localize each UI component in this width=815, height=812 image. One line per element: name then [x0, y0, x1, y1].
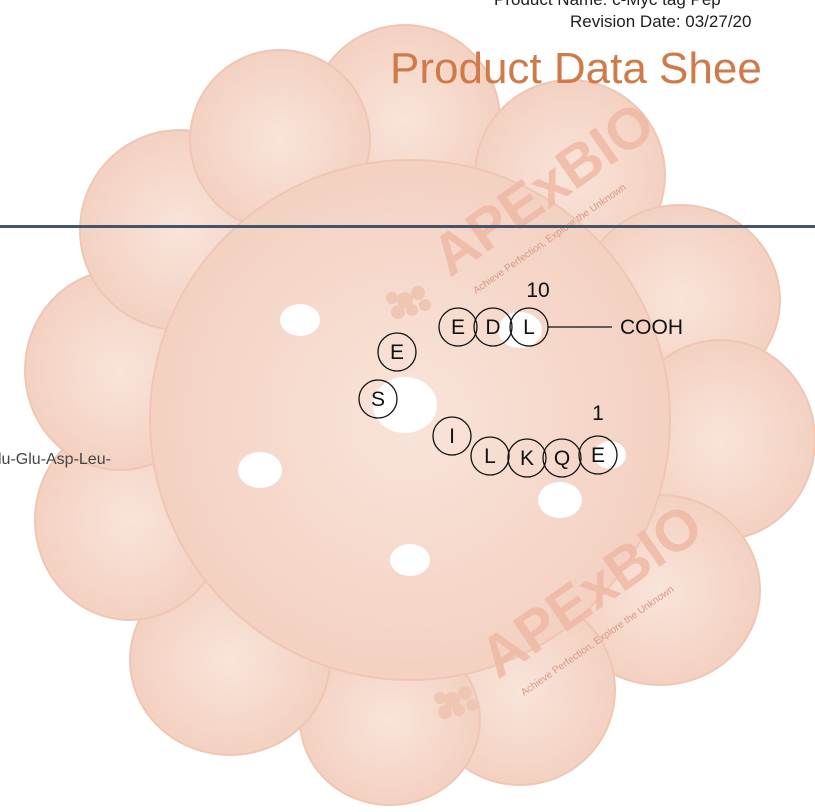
- residue-circle: [470, 436, 510, 476]
- residue-circle: [473, 307, 513, 347]
- header-divider: [0, 225, 815, 228]
- residue-circle: [432, 416, 472, 456]
- residue-circle: [542, 438, 582, 478]
- page-title: Product Data Shee: [390, 44, 762, 93]
- sequence-text: lu-Glu-Asp-Leu-: [0, 451, 111, 468]
- residue-circle: [438, 307, 478, 347]
- bead-cluster-icon: [386, 286, 478, 719]
- residue-label: Q: [554, 447, 570, 470]
- blob-holes: [238, 304, 626, 576]
- residue-circle: [358, 379, 398, 419]
- residue-circle: [578, 435, 618, 475]
- residue-number-start: 1: [592, 402, 604, 425]
- residue-label: E: [390, 341, 404, 364]
- residue-label: K: [520, 447, 534, 470]
- residue-label: L: [484, 445, 496, 468]
- residue-number-end: 10: [526, 279, 549, 302]
- residue-label: I: [449, 425, 455, 448]
- residue-label: E: [451, 316, 465, 339]
- residue-label: D: [485, 316, 500, 339]
- residue-label: E: [591, 444, 605, 467]
- residue-label: L: [523, 316, 535, 339]
- residue-label: S: [371, 388, 385, 411]
- blob-shape: [24, 24, 815, 806]
- residue-circle: [507, 438, 547, 478]
- product-name: Product Name: c-Myc tag Pep: [494, 0, 721, 10]
- residue-circle: [377, 332, 417, 372]
- terminal-label: COOH: [620, 316, 683, 339]
- revision-date: Revision Date: 03/27/20: [570, 12, 752, 31]
